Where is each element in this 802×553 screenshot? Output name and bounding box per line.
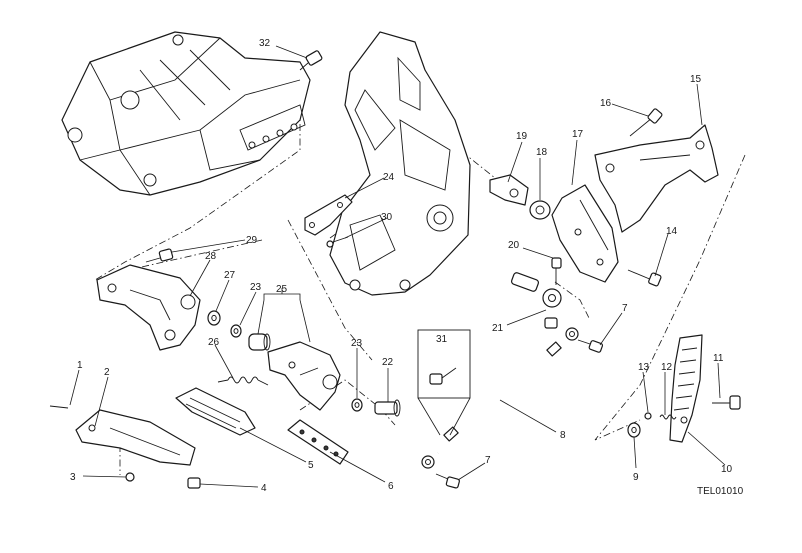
callout-19: 19 bbox=[516, 131, 528, 142]
spring-26 bbox=[217, 376, 269, 386]
callout-30: 30 bbox=[381, 212, 393, 223]
heel-guard-2 bbox=[75, 409, 196, 466]
screw-4 bbox=[187, 477, 201, 489]
callout-2: 2 bbox=[104, 367, 110, 378]
shift-rod-8 bbox=[421, 327, 579, 469]
drawing-code: TEL01010 bbox=[697, 486, 744, 497]
bolt-7-lower bbox=[435, 473, 460, 489]
callout-17: 17 bbox=[572, 129, 584, 140]
callout-11: 11 bbox=[713, 353, 724, 364]
callout-24: 24 bbox=[383, 172, 395, 183]
washer-9 bbox=[627, 422, 641, 438]
washer-23-right bbox=[351, 398, 363, 412]
callout-14: 14 bbox=[666, 226, 678, 237]
bolt-14 bbox=[627, 269, 662, 287]
callout-31: 31 bbox=[436, 334, 448, 345]
callout-23-left: 23 bbox=[250, 282, 262, 293]
callout-26: 26 bbox=[208, 337, 220, 348]
footpeg-10 bbox=[669, 334, 703, 443]
linkage-19 bbox=[489, 174, 529, 206]
footpeg-5 bbox=[175, 387, 256, 436]
spring-12 bbox=[659, 414, 677, 420]
leader-lines bbox=[69, 45, 726, 488]
callout-25: 25 bbox=[276, 284, 288, 295]
screw-20 bbox=[551, 257, 562, 285]
frame-section bbox=[61, 31, 311, 196]
callout-27: 27 bbox=[224, 270, 236, 281]
callout-29: 29 bbox=[246, 235, 258, 246]
footpeg-6 bbox=[287, 419, 349, 465]
callout-13: 13 bbox=[638, 362, 650, 373]
callout-21: 21 bbox=[492, 323, 504, 334]
callout-20: 20 bbox=[508, 240, 520, 251]
pin-22 bbox=[374, 399, 401, 417]
gear-lever bbox=[267, 341, 341, 411]
bolt-16 bbox=[629, 108, 663, 137]
plate-24 bbox=[304, 194, 353, 236]
callout-4: 4 bbox=[261, 483, 267, 494]
callout-18: 18 bbox=[536, 147, 548, 158]
bolt-1 bbox=[49, 405, 69, 409]
callout-7-upper: 7 bbox=[622, 303, 628, 314]
ball-13 bbox=[644, 412, 652, 420]
bracket-15 bbox=[594, 124, 719, 233]
callout-23-right: 23 bbox=[351, 338, 363, 349]
callout-3: 3 bbox=[70, 472, 76, 483]
callout-7-lower: 7 bbox=[485, 455, 491, 466]
callout-22: 22 bbox=[382, 357, 394, 368]
footpeg-bracket-28 bbox=[96, 264, 201, 351]
callout-10: 10 bbox=[721, 464, 733, 475]
washer-23-left bbox=[230, 324, 242, 338]
callout-9: 9 bbox=[633, 472, 639, 483]
callout-28: 28 bbox=[205, 251, 217, 262]
bushing-18 bbox=[529, 200, 551, 220]
heel-guard-17 bbox=[551, 184, 619, 283]
washer-27 bbox=[207, 310, 221, 326]
callout-5: 5 bbox=[308, 460, 314, 471]
bolt-7-upper bbox=[577, 339, 604, 353]
rod-end-21 bbox=[510, 272, 562, 329]
callout-box-31 bbox=[417, 329, 471, 436]
cast-frame-plate bbox=[329, 31, 471, 296]
callout-15: 15 bbox=[690, 74, 702, 85]
bushing-25 bbox=[248, 333, 271, 351]
bolt-11 bbox=[712, 395, 741, 410]
screw-3 bbox=[125, 472, 135, 482]
bolt-32 bbox=[299, 50, 323, 71]
callout-6: 6 bbox=[388, 481, 394, 492]
callout-16: 16 bbox=[600, 98, 612, 109]
screw-29 bbox=[145, 248, 174, 263]
callout-12: 12 bbox=[661, 362, 673, 373]
callout-8: 8 bbox=[560, 430, 566, 441]
callout-numbers: 1 2 3 4 5 6 7 7 8 9 10 11 12 13 14 15 16… bbox=[70, 38, 733, 494]
screw-30 bbox=[326, 236, 349, 248]
callout-32: 32 bbox=[259, 38, 271, 49]
callout-1: 1 bbox=[77, 360, 83, 371]
